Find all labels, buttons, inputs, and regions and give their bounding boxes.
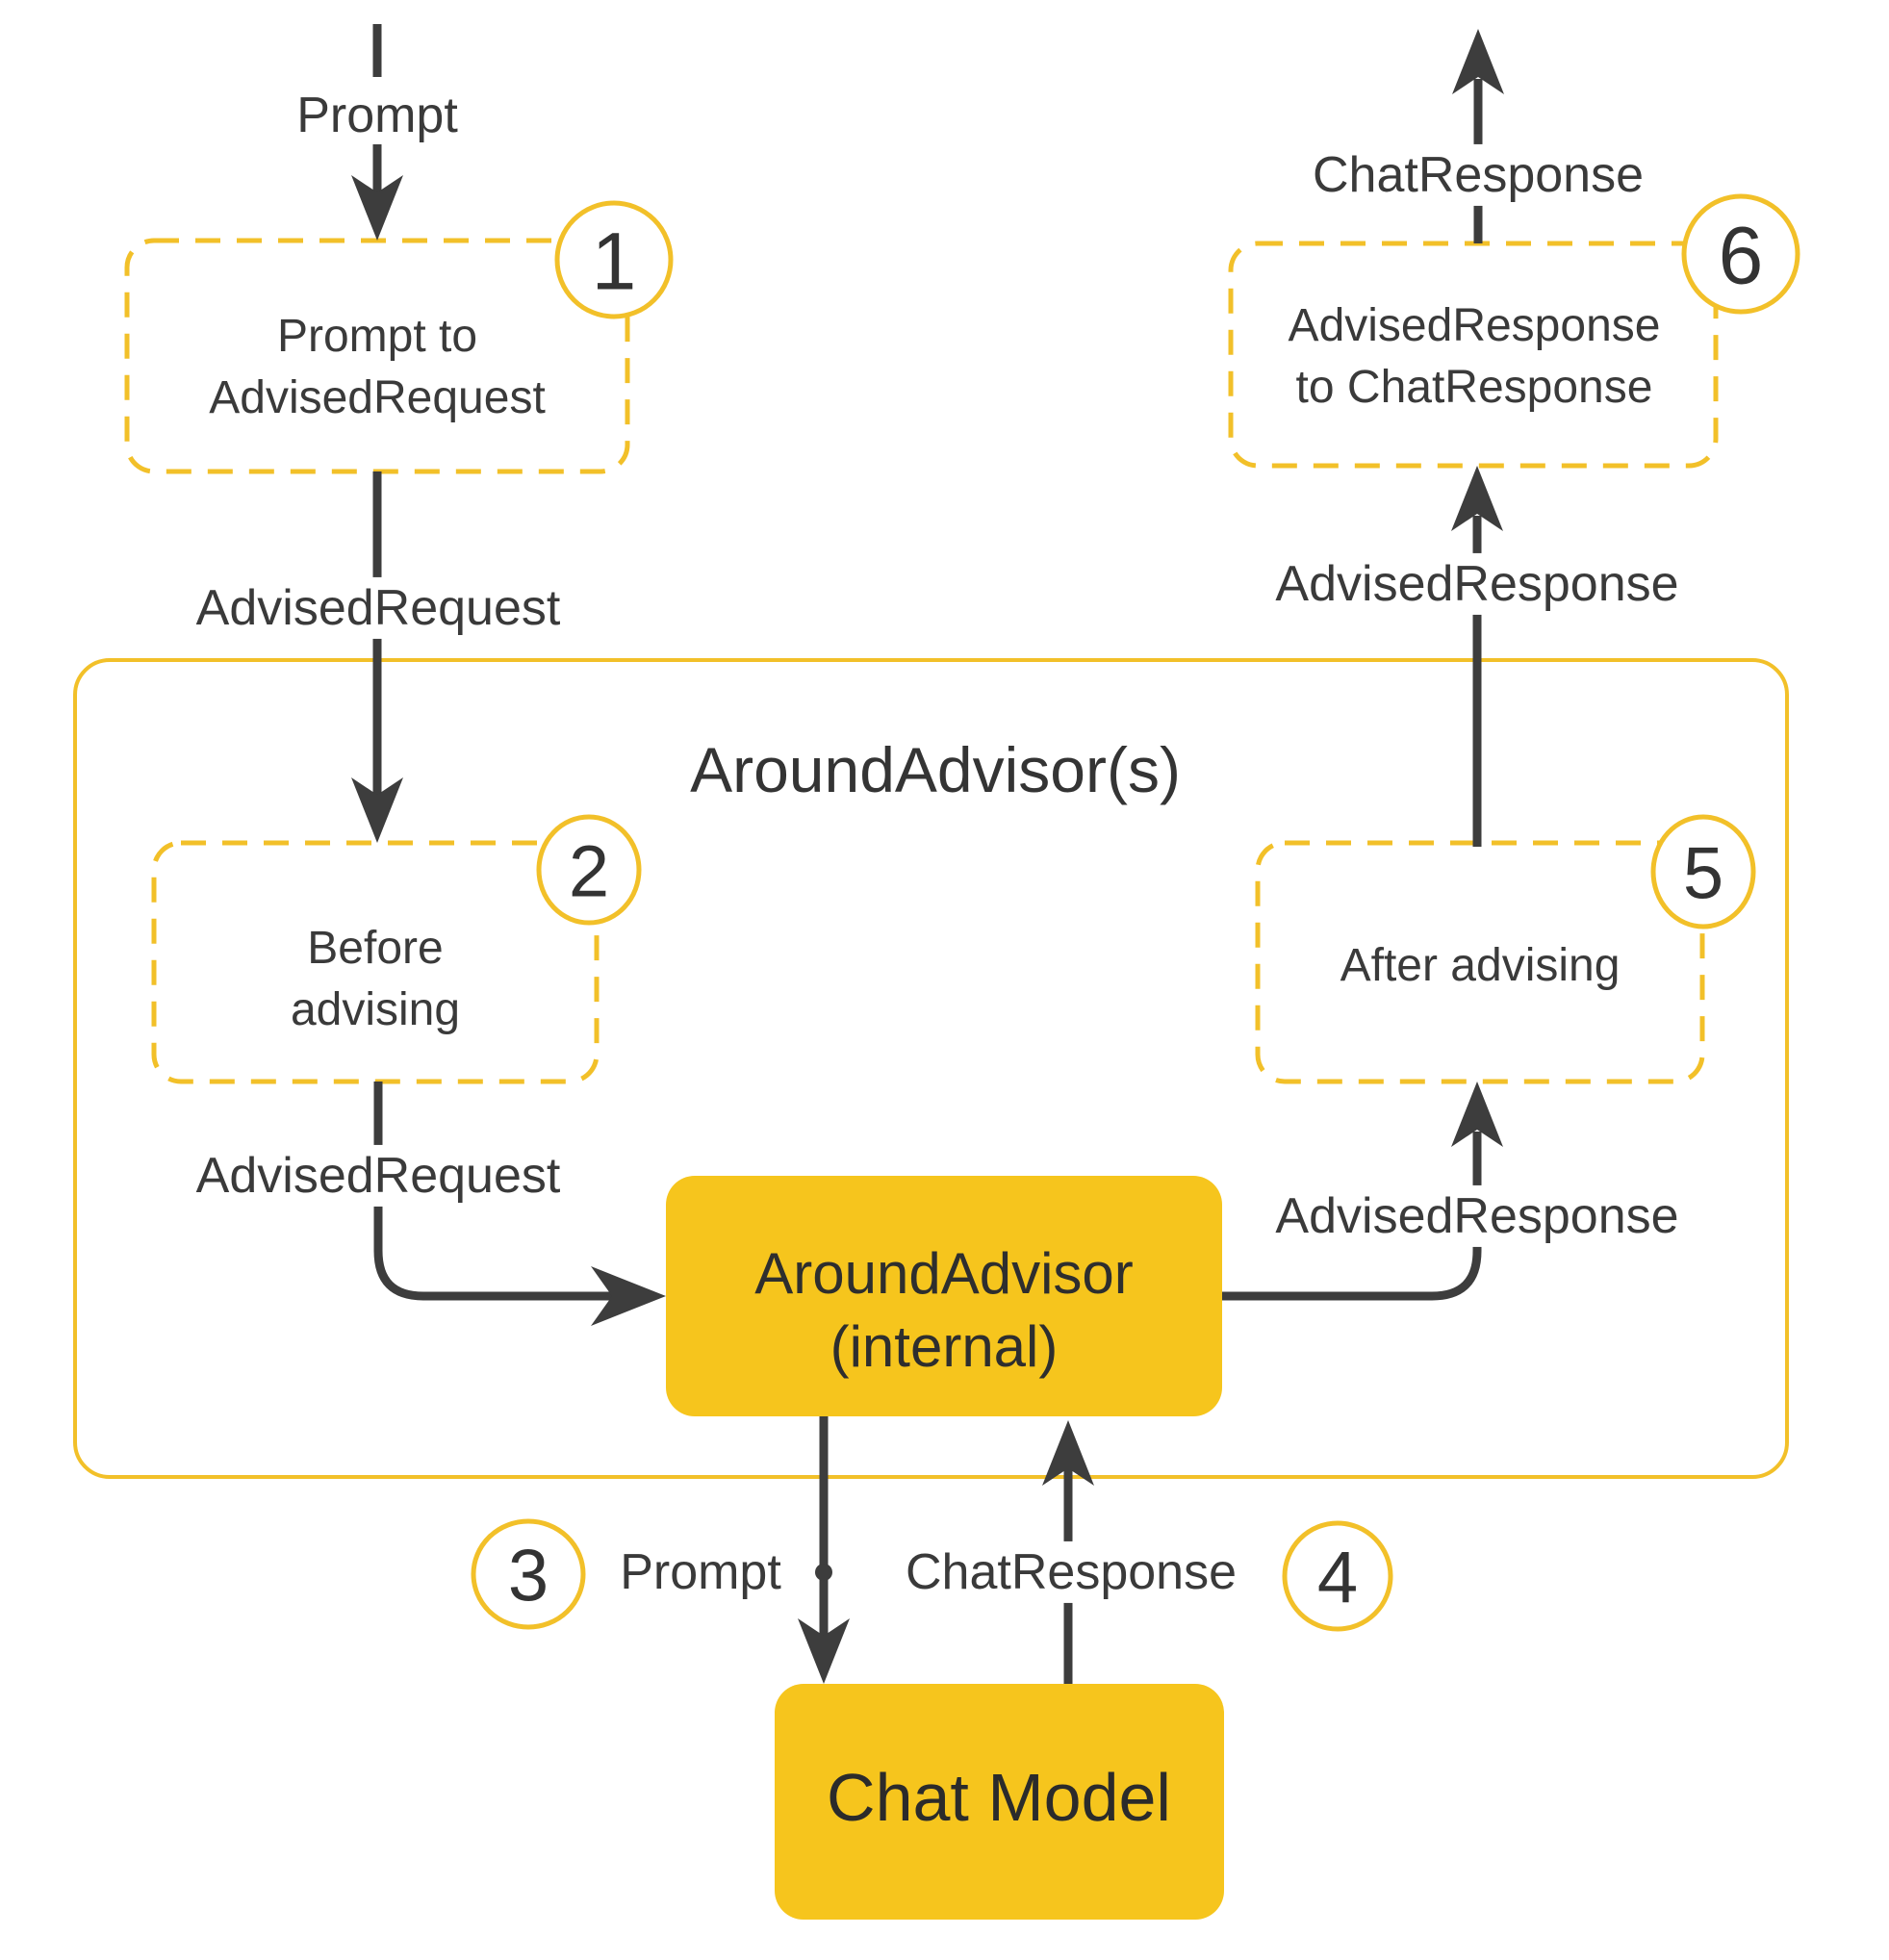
step6-badge-number: 6 (1718, 210, 1764, 301)
arrowhead-into-step6 (1451, 466, 1503, 531)
chat-model-label: Chat Model (827, 1760, 1171, 1835)
chat-model-node (775, 1684, 1224, 1920)
step2-box-label: Before advising (291, 918, 460, 1041)
prompt-edge-junction-dot (815, 1564, 832, 1581)
step2-badge-number: 2 (568, 830, 610, 913)
edge-label-chat-response-internal: ChatResponse (892, 1540, 1250, 1604)
step6-box-label-line2: to ChatResponse (1295, 362, 1653, 413)
step6-box-border (1228, 241, 1719, 469)
arrowhead-into-internal (591, 1266, 666, 1326)
arrowhead-into-internal-bottom (1042, 1420, 1094, 1486)
edge-label-advised-request-inner: AdvisedRequest (182, 1144, 574, 1208)
step1-box-label: Prompt to AdvisedRequest (209, 306, 546, 429)
step1-badge-number: 1 (591, 216, 637, 307)
step6-box-label: AdvisedResponse to ChatResponse (1289, 295, 1661, 419)
step5-box-label: After advising (1340, 940, 1621, 991)
step1-box-label-line1: Prompt to (276, 311, 478, 362)
step1-box-label-line2: AdvisedRequest (209, 372, 546, 423)
step4-badge-circle (1282, 1520, 1393, 1632)
arrowhead-into-step5 (1451, 1082, 1503, 1147)
step5-badge-circle (1650, 814, 1756, 929)
step2-box-label-line1: Before (307, 923, 444, 974)
arrowhead-into-chat-model (798, 1618, 850, 1684)
step3-badge-number: 3 (507, 1535, 549, 1617)
step2-badge-circle (536, 814, 642, 926)
arrowhead-into-step2 (351, 777, 403, 843)
edge-label-prompt-in: Prompt (296, 87, 458, 143)
edge-label-advised-response-inner: AdvisedResponse (1262, 1184, 1693, 1248)
edge-label-advised-request-upper: AdvisedRequest (182, 576, 574, 640)
edge-label-advised-response-upper: AdvisedResponse (1262, 552, 1693, 616)
arrowhead-into-step1 (351, 175, 403, 241)
step5-badge-number: 5 (1682, 832, 1724, 915)
around-advisors-container-border (73, 658, 1789, 1479)
edge-label-prompt-internal: Prompt (620, 1543, 781, 1600)
edge-step2-to-internal (373, 1082, 614, 1301)
around-advisor-internal-line1: AroundAdvisor (754, 1241, 1134, 1306)
around-advisors-title: AroundAdvisor(s) (690, 734, 1181, 805)
step1-badge-circle (554, 200, 674, 319)
arrowhead-chat-response-out (1452, 29, 1504, 94)
around-advisor-internal-node (666, 1176, 1222, 1416)
step6-badge-circle (1681, 193, 1800, 315)
edge-label-chat-response-out: ChatResponse (1299, 143, 1657, 207)
around-advisor-internal-label: AroundAdvisor (internal) (754, 1237, 1134, 1384)
around-advisor-internal-line2: (internal) (830, 1314, 1059, 1379)
step3-badge-circle (471, 1518, 586, 1630)
edge-internal-to-step5 (1222, 1132, 1482, 1301)
step2-box-label-line2: advising (290, 984, 461, 1035)
step4-badge-number: 4 (1316, 1537, 1359, 1619)
step6-box-label-line1: AdvisedResponse (1288, 300, 1661, 351)
